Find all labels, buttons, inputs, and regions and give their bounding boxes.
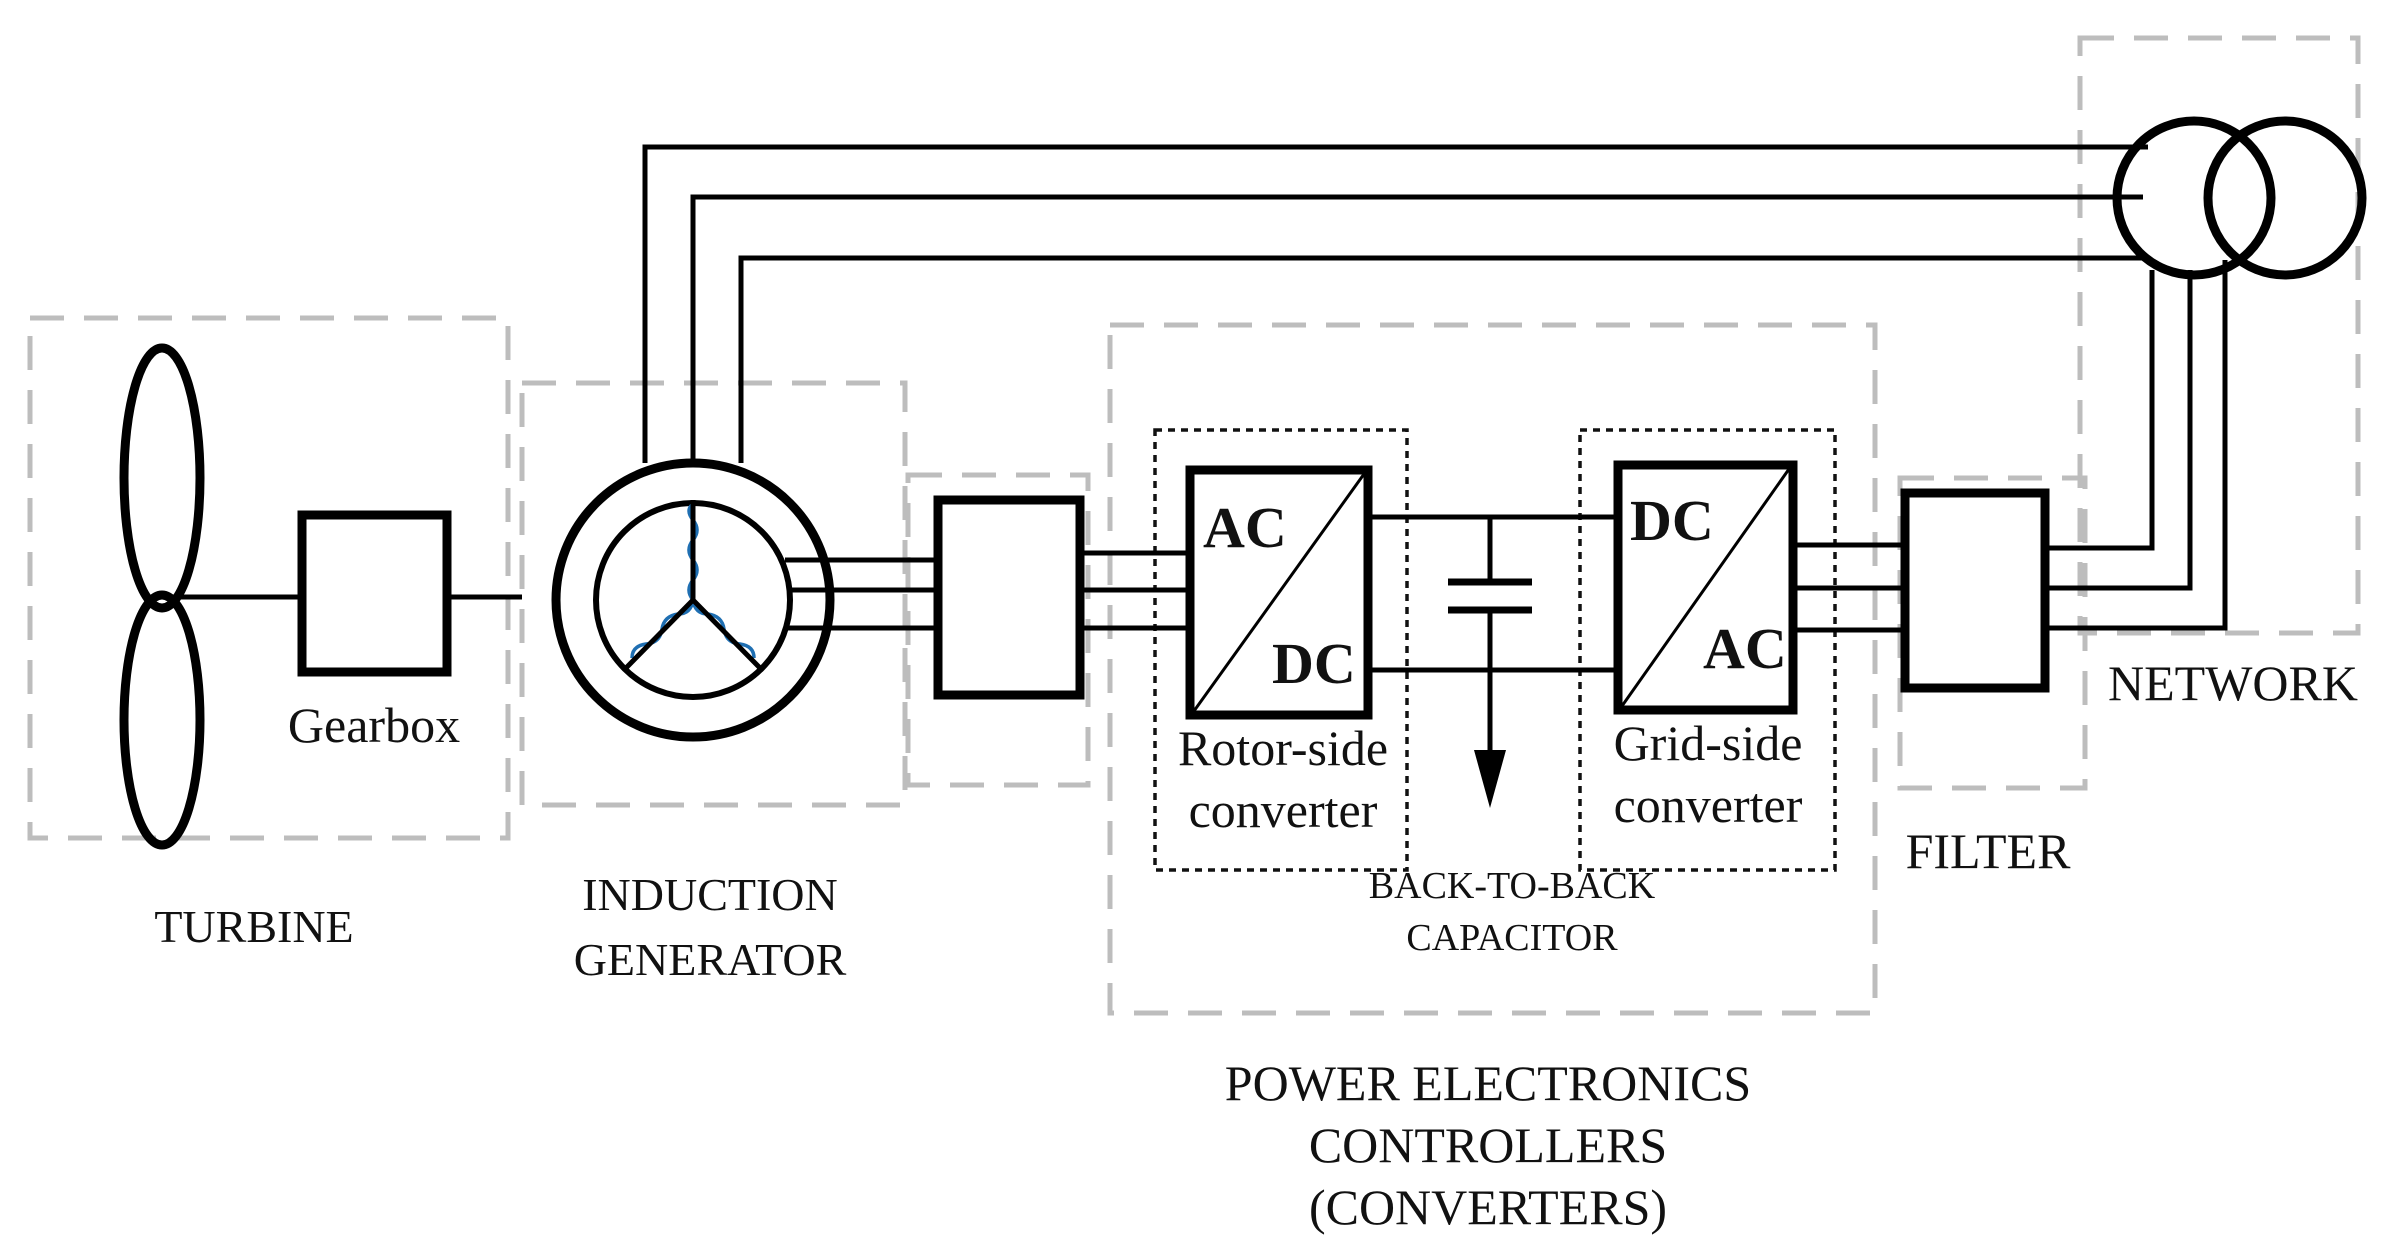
dc-link-lines <box>1368 514 1618 673</box>
slip-ring-block <box>933 495 1085 700</box>
filter-label: FILTER <box>1906 823 2071 879</box>
grid-side-converter-diagonal <box>1620 468 1791 707</box>
grid-side-converter-label-2: converter <box>1614 777 1803 833</box>
network-label: NETWORK <box>2108 655 2358 711</box>
power-electronics-label-3: (CONVERTERS) <box>1309 1179 1667 1235</box>
transformer-secondary-icon <box>2203 116 2367 280</box>
induction-generator-label-2: GENERATOR <box>574 934 847 985</box>
turbine-label: TURBINE <box>154 901 353 952</box>
gearbox-block <box>297 510 452 677</box>
induction-generator-group <box>519 380 908 808</box>
rotor-side-converter-label-2: converter <box>1189 782 1378 838</box>
filter-block <box>1900 488 2050 693</box>
grid-side-converter-label-1: Grid-side <box>1614 715 1803 771</box>
grid-side-converter-group <box>1578 428 1837 872</box>
turbine-blade-upper <box>119 343 205 613</box>
turbine-blade-lower <box>119 590 205 850</box>
induction-generator-label-1: INDUCTION <box>582 869 838 920</box>
turbine-group <box>27 315 511 841</box>
capacitor-icon <box>1448 517 1532 808</box>
rotor-side-converter-label-1: Rotor-side <box>1178 720 1388 776</box>
capacitor-label-2: CAPACITOR <box>1406 917 1618 959</box>
transformer-primary-icon <box>2112 116 2276 280</box>
capacitor-label-1: BACK-TO-BACK <box>1369 865 1656 907</box>
sliprings-to-rsc-lines <box>1080 550 1190 631</box>
gearbox-label: Gearbox <box>288 697 460 753</box>
rotor-side-converter-diagonal <box>1192 473 1366 712</box>
grid-side-converter-dc: DC <box>1630 488 1714 553</box>
power-electronics-label-2: CONTROLLERS <box>1309 1117 1667 1173</box>
rotor-side-converter-group <box>1153 428 1409 872</box>
rotor-to-sliprings-lines <box>785 557 938 631</box>
gsc-to-filter-lines <box>1793 542 1905 633</box>
rotor-winding-outline <box>624 500 762 670</box>
filter-to-transformer-lines <box>2045 260 2228 631</box>
network-group <box>2077 35 2361 636</box>
power-electronics-label-1: POWER ELECTRONICS <box>1225 1055 1751 1111</box>
stator-to-network-lines <box>642 144 2148 463</box>
rotor-side-converter-ac: AC <box>1203 495 1287 560</box>
grid-side-converter-ac: AC <box>1703 616 1787 681</box>
rotor-side-converter-dc: DC <box>1272 631 1356 696</box>
power-electronics-group <box>1107 322 1878 1016</box>
